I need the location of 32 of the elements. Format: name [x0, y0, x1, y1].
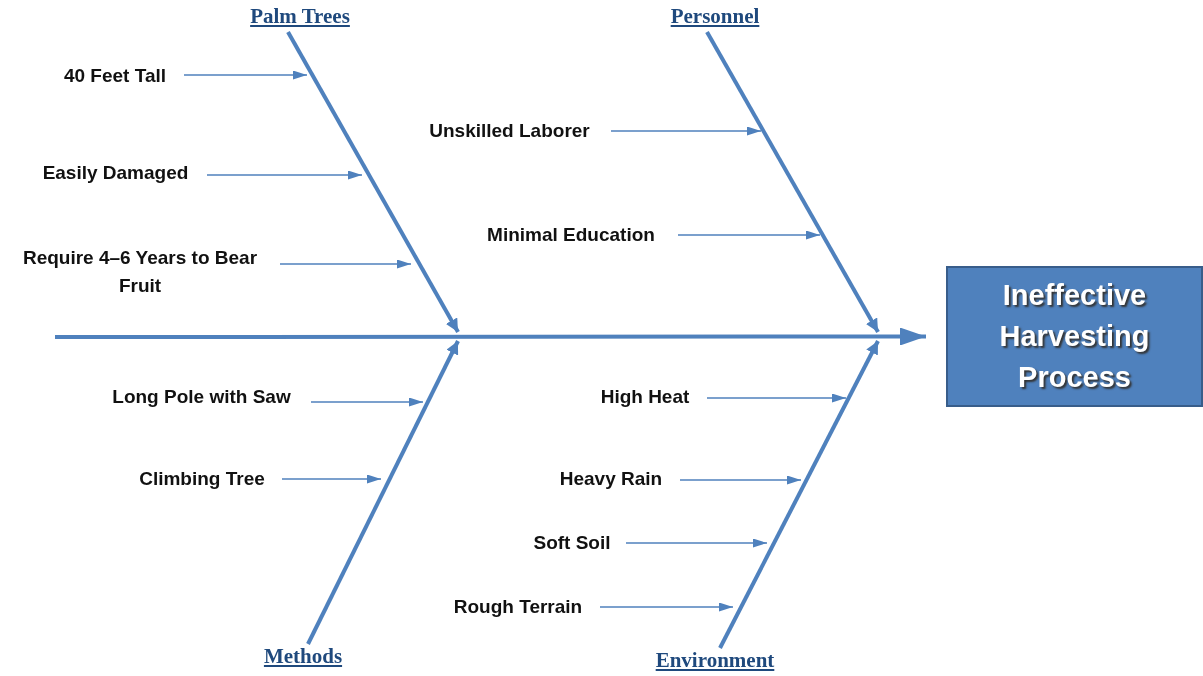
arrow	[281, 474, 382, 484]
arrow	[610, 126, 762, 136]
bone-arrow	[718, 340, 880, 649]
cause-label: High Heat	[587, 383, 703, 411]
bone-arrow	[705, 31, 880, 333]
arrow	[706, 393, 847, 403]
cause-label: Soft Soil	[522, 529, 622, 557]
arrow	[677, 230, 821, 240]
cause-label: Unskilled Laborer	[412, 117, 607, 145]
arrow	[206, 170, 363, 180]
cause-label: Easily Damaged	[28, 159, 203, 187]
arrow	[625, 538, 768, 548]
cause-label: Climbing Tree	[126, 465, 278, 493]
category-heading: Methods	[245, 644, 361, 672]
bone-arrow	[306, 340, 460, 645]
cause-label: Minimal Education	[468, 221, 674, 249]
category-heading: Environment	[650, 648, 780, 672]
arrow	[279, 259, 412, 269]
cause-label: 40 Feet Tall	[50, 62, 180, 90]
arrow	[679, 475, 802, 485]
cause-label: Long Pole with Saw	[96, 383, 307, 411]
category-heading: Personnel	[650, 4, 780, 32]
cause-label: Rough Terrain	[440, 593, 596, 621]
arrow	[599, 602, 734, 612]
arrow	[310, 397, 424, 407]
bone-arrow	[55, 327, 926, 346]
cause-label: Heavy Rain	[546, 465, 676, 493]
category-heading: Palm Trees	[240, 4, 360, 32]
cause-label: Require 4–6 Years to Bear Fruit	[4, 244, 276, 300]
arrow	[183, 70, 308, 80]
bone-arrow	[286, 31, 460, 333]
effect-box: Ineffective Harvesting Process	[946, 266, 1203, 407]
